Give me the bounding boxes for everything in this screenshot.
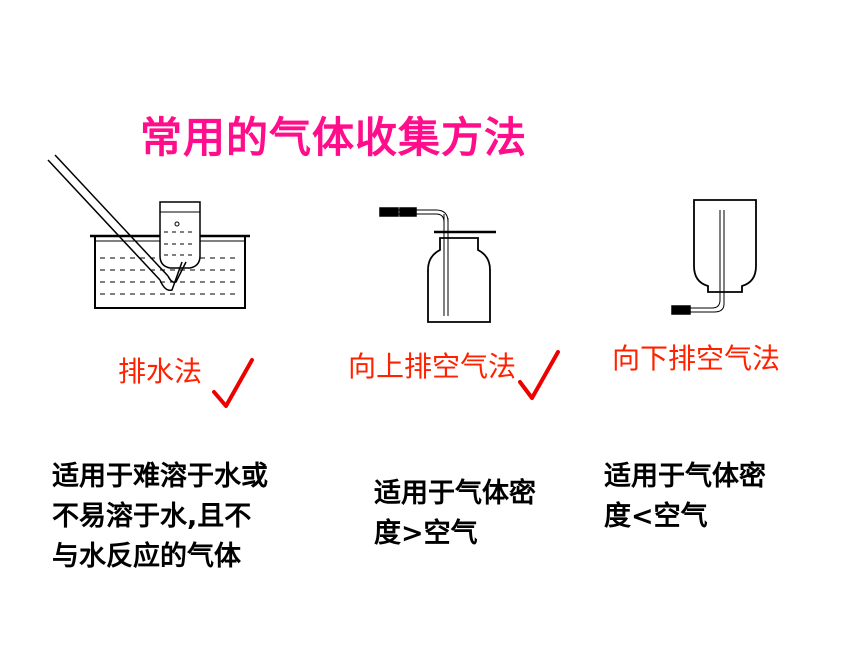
description-line: 度>空气 <box>374 518 478 549</box>
check-marks <box>212 350 560 408</box>
upward-air-displacement-apparatus <box>379 207 496 323</box>
description-line: 适用于气体密 <box>374 478 536 509</box>
description-water-displacement: 适用于难溶于水或 不易溶于水,且不 与水反应的气体 <box>52 457 342 577</box>
description-upward-air-displacement: 适用于气体密 度>空气 <box>374 474 594 554</box>
description-line: 不易溶于水,且不 <box>52 501 252 532</box>
page-title: 常用的气体收集方法 <box>140 113 528 162</box>
method-upward-air-displacement: 向上排空气法 <box>348 350 517 383</box>
description-line: 与水反应的气体 <box>52 541 241 572</box>
check-icon-upward <box>518 350 560 400</box>
downward-air-displacement-apparatus <box>671 199 757 315</box>
description-line: 适用于气体密 <box>604 461 766 492</box>
method-water-displacement: 排水法 <box>118 355 203 388</box>
description-line: 适用于难溶于水或 <box>52 461 268 492</box>
water-displacement-apparatus <box>47 154 250 309</box>
check-icon-water <box>212 358 254 408</box>
method-downward-air-displacement: 向下排空气法 <box>612 342 781 375</box>
description-line: 度<空气 <box>604 501 708 532</box>
description-downward-air-displacement: 适用于气体密 度<空气 <box>604 457 824 537</box>
